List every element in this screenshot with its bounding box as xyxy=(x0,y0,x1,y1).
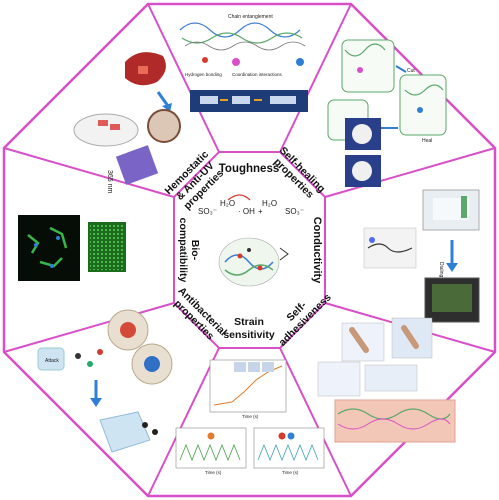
skin-illustration xyxy=(334,399,456,443)
h-bond-text: Hydrogen bonding xyxy=(185,72,222,77)
label-toughness: Toughness xyxy=(219,163,279,175)
panel-hemostatic: 365 nm xyxy=(73,52,181,194)
center-formula-right: SO₃⁻ xyxy=(285,207,304,216)
panel-toughness: Chain entanglement Hydrogen bonding Coor… xyxy=(179,14,308,112)
panel-strain-sensitivity: Time (s) Time (s) Time (s) xyxy=(175,359,325,475)
dialing-text: Dialing xyxy=(438,262,444,278)
label-strain-sensitivity: Strain sensitivity xyxy=(223,316,275,341)
center-oh: · OH xyxy=(238,207,255,216)
label-strain-1: Strain xyxy=(234,316,264,328)
spokes xyxy=(3,3,496,497)
panel-antibacterial: Attack xyxy=(37,309,173,453)
gel-block xyxy=(99,411,151,453)
center-formula-left: SO₃⁻ xyxy=(198,207,217,216)
reaction-arrow xyxy=(227,194,251,201)
label-biocompat-1: Bio- xyxy=(189,240,201,261)
circuit-photo xyxy=(363,227,417,269)
label-biocompatibility: Bio- compatibility xyxy=(177,218,201,283)
panel-biocompatibility xyxy=(18,215,126,281)
center-h2o-left: H₂O xyxy=(220,199,235,208)
chain-title: Chain entanglement xyxy=(228,14,273,20)
center-plus: + xyxy=(258,207,263,216)
coord-text: Coordination interactions xyxy=(232,72,283,77)
heal-text: Heal xyxy=(422,138,432,144)
label-conductivity: Conductivity xyxy=(311,217,323,284)
cell-image-1 xyxy=(18,215,80,281)
time-label-3: Time (s) xyxy=(282,470,299,475)
uv-text: 365 nm xyxy=(106,170,113,194)
time-label-2: Time (s) xyxy=(205,470,222,475)
label-strain-2: sensitivity xyxy=(223,329,275,341)
wound-photo xyxy=(147,109,181,143)
center-panel: SO₃⁻ H₂O · OH H₂O + SO₃⁻ xyxy=(198,194,304,287)
uv-photo xyxy=(115,145,159,185)
panel-conductivity: Dialing xyxy=(363,189,480,323)
attack-text: Attack xyxy=(45,358,59,364)
panel-self-adhesiveness xyxy=(317,317,456,443)
label-biocompat-2: compatibility xyxy=(177,218,189,283)
time-label-1: Time (s) xyxy=(242,414,259,419)
center-h2o-right: H₂O xyxy=(262,199,277,208)
cut-text: Cut xyxy=(407,68,415,74)
panel-self-healing: Cut Heal xyxy=(327,39,447,187)
mouse-illustration xyxy=(73,113,139,147)
